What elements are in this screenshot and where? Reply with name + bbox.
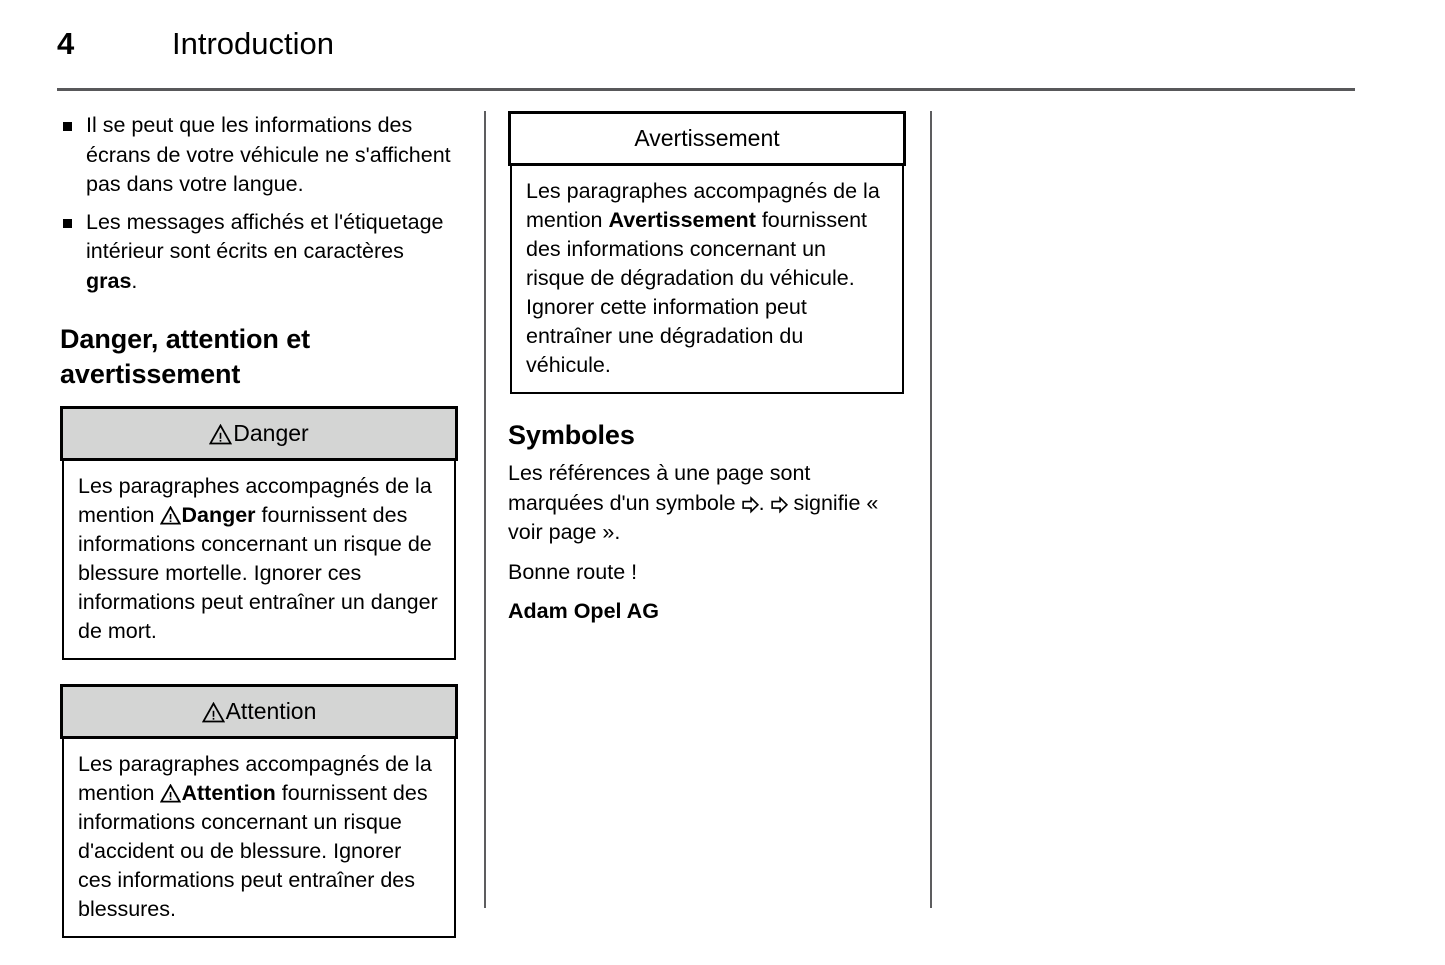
warning-triangle-icon: [201, 701, 225, 723]
notice-body-text-before: Les paragraphes accompagnés de la mentio…: [526, 179, 880, 232]
column-divider-right: [930, 111, 932, 908]
see-page-arrow-icon: [741, 495, 759, 514]
notice-box-danger: Danger Les paragraphes accompagnés de la…: [60, 406, 458, 660]
list-item: Il se peut que les informations des écra…: [60, 111, 458, 200]
notice-body-emphasis: Attention: [181, 781, 276, 805]
list-item: Les messages affichés et l'étiquetage in…: [60, 208, 458, 297]
see-page-arrow-icon: [770, 495, 788, 514]
notice-body-text-after: fournissent des informations concernant …: [526, 208, 868, 377]
symboles-text-before: Les références à une page sont marquées …: [508, 461, 811, 515]
page-title: Introduction: [172, 26, 334, 61]
middle-column: Avertissement Les paragraphes accompagné…: [508, 111, 906, 637]
intro-bullet-list: Il se peut que les informations des écra…: [60, 111, 458, 296]
page-header: 4 Introduction: [57, 24, 1357, 72]
notice-header-label: Danger: [233, 420, 309, 446]
symboles-text-after: signifie « voir page ».: [508, 490, 879, 545]
bullet-square-icon: [63, 218, 72, 228]
page-number: 4: [57, 26, 75, 61]
notice-body-text-before: Les paragraphes accompagnés de la mentio…: [78, 752, 432, 805]
list-item-text: Il se peut que les informations des écra…: [86, 113, 451, 196]
notice-body-emphasis: Avertissement: [608, 208, 756, 232]
notice-body-attention: Les paragraphes accompagnés de la mentio…: [62, 739, 456, 938]
notice-body-avertissement: Les paragraphes accompagnés de la mentio…: [510, 166, 904, 394]
symboles-text-mid: .: [758, 490, 771, 515]
notice-body-danger: Les paragraphes accompagnés de la mentio…: [62, 461, 456, 660]
warning-triangle-icon: [209, 423, 233, 445]
notice-header-avertissement: Avertissement: [508, 111, 906, 166]
column-divider-left: [484, 111, 486, 908]
notice-header-attention: Attention: [60, 684, 458, 739]
notice-body-text-before: Les paragraphes accompagnés de la mentio…: [78, 474, 432, 527]
signature-text: Adam Opel AG: [508, 599, 659, 623]
list-item-text: Les messages affichés et l'étiquetage in…: [86, 209, 444, 264]
left-column: Il se peut que les informations des écra…: [60, 111, 458, 962]
list-item-text-tail: .: [131, 268, 138, 293]
bullet-square-icon: [63, 122, 72, 131]
notice-header-label: Avertissement: [634, 125, 780, 151]
notice-header-label: Attention: [225, 698, 317, 724]
bonne-route-text: Bonne route !: [508, 559, 638, 584]
notice-body-text-after: fournissent des informations concernant …: [78, 781, 428, 921]
notice-body-text-after: fournissent des informations concernant …: [78, 503, 438, 643]
section-heading-symboles: Symboles: [508, 420, 635, 450]
notice-body-emphasis: Danger: [181, 503, 256, 527]
section-heading-danger-attention: Danger, attention et avertissement: [60, 324, 311, 389]
notice-box-avertissement: Avertissement Les paragraphes accompagné…: [508, 111, 906, 394]
warning-triangle-icon: [160, 506, 182, 525]
warning-triangle-icon: [160, 784, 182, 803]
notice-box-attention: Attention Les paragraphes accompagnés de…: [60, 684, 458, 938]
symboles-paragraph: Les références à une page sont marquées …: [508, 459, 906, 548]
header-rule: [57, 88, 1355, 91]
list-item-emphasis: gras: [86, 268, 132, 293]
notice-header-danger: Danger: [60, 406, 458, 461]
